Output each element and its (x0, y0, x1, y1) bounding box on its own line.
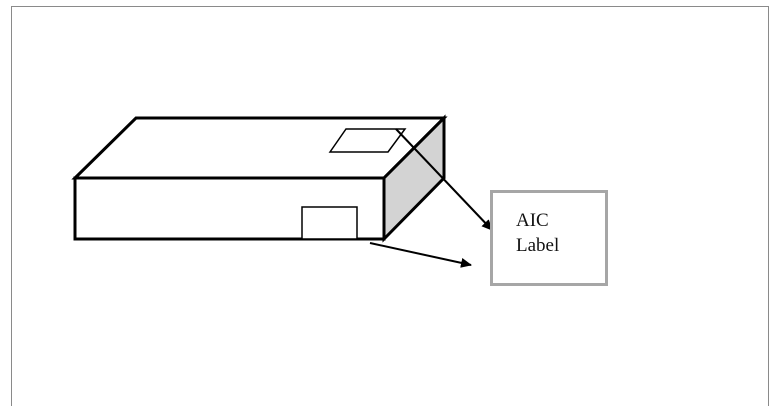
top-label-area (328, 128, 407, 153)
front-pointer-arrow (369, 242, 472, 268)
aic-label-line-2: Label (516, 235, 560, 256)
aic-label-line-1: AIC (516, 210, 549, 231)
front-label-area (301, 206, 358, 240)
aic-label-box: AIC Label (490, 190, 608, 286)
top-pointer-arrow (395, 128, 493, 231)
device-diagram (71, 114, 493, 268)
